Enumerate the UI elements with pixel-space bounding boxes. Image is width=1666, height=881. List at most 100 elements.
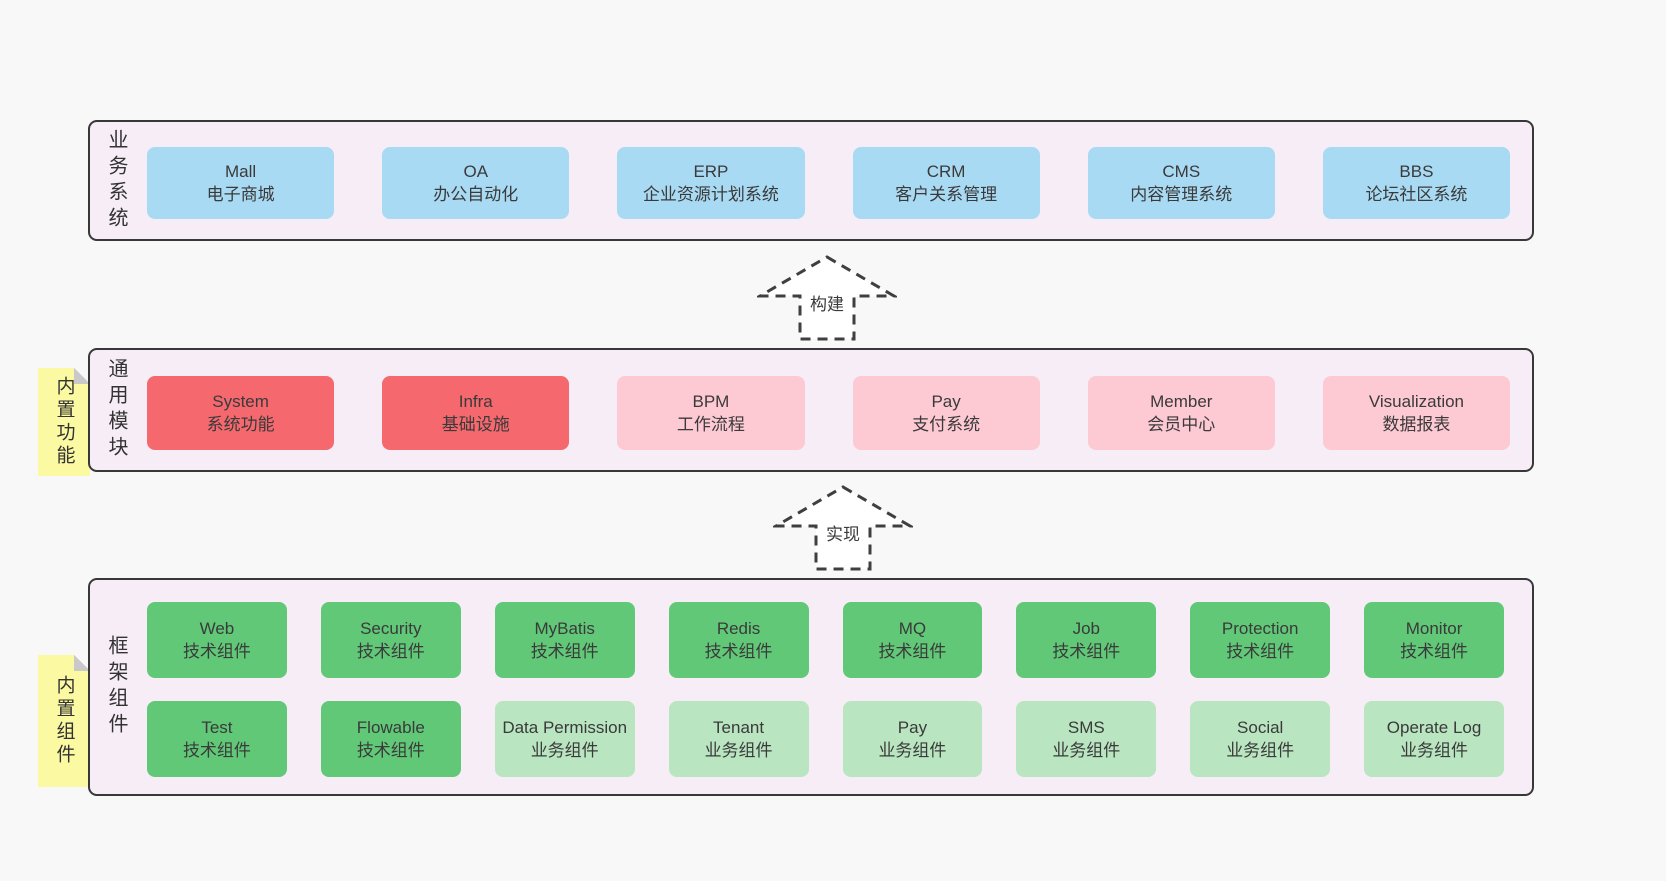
box-title: Infra <box>458 391 493 411</box>
box-sms: SMS 业务组件 <box>1016 701 1157 777</box>
box-title: Pay <box>931 391 961 411</box>
box-title: Protection <box>1221 618 1299 638</box>
box-subtitle: 数据报表 <box>1382 415 1451 434</box>
box-subtitle: 工作流程 <box>676 415 745 434</box>
box-title: Visualization <box>1368 391 1465 411</box>
box-visualization: Visualization 数据报表 <box>1322 376 1511 450</box>
box-title: Job <box>1072 618 1101 638</box>
box-member: Member 会员中心 <box>1087 376 1275 450</box>
box-title: Member <box>1150 391 1213 411</box>
box-protection: Protection 技术组件 <box>1190 602 1331 678</box>
box-system: System 系统功能 <box>147 376 335 450</box>
box-title: BPM <box>692 391 730 411</box>
box-security: Security 技术组件 <box>320 602 461 678</box>
box-subtitle: 企业资源计划系统 <box>642 185 779 204</box>
box-title: Redis <box>716 618 761 638</box>
box-flowable: Flowable 技术组件 <box>320 701 461 777</box>
section-common-modules: 通用模块 System 系统功能 Infra 基础设施 BPM 工作流程 Pay… <box>88 348 1534 472</box>
box-title: Monitor <box>1405 618 1463 638</box>
box-title: Social <box>1237 717 1284 737</box>
box-title: BBS <box>1399 161 1434 181</box>
box-title: Flowable <box>356 717 425 737</box>
box-mybatis: MyBatis 技术组件 <box>494 602 635 678</box>
box-title: CMS <box>1162 161 1201 181</box>
box-title: MyBatis <box>534 618 595 638</box>
box-oa: OA 办公自动化 <box>382 147 570 219</box>
box-subtitle: 办公自动化 <box>433 185 519 204</box>
box-subtitle: 技术组件 <box>356 642 425 661</box>
arrow-implement: 实现 <box>773 484 913 572</box>
arrow-build-label: 构建 <box>807 290 847 315</box>
box-subtitle: 业务组件 <box>530 741 599 760</box>
box-bbs: BBS 论坛社区系统 <box>1322 147 1511 219</box>
box-subtitle: 技术组件 <box>182 642 251 661</box>
box-cms: CMS 内容管理系统 <box>1087 147 1275 219</box>
section-label: 业务系统 <box>105 128 127 233</box>
box-title: Tenant <box>713 717 765 737</box>
box-subtitle: 内容管理系统 <box>1130 185 1233 204</box>
box-title: Security <box>360 618 422 638</box>
arrow-implement-label: 实现 <box>823 520 863 545</box>
box-subtitle: 论坛社区系统 <box>1365 185 1468 204</box>
box-title: Pay <box>897 717 928 737</box>
box-pay-component: Pay 业务组件 <box>842 701 983 777</box>
box-subtitle: 客户关系管理 <box>895 185 998 204</box>
box-mall: Mall 电子商城 <box>147 147 335 219</box>
box-subtitle: 业务组件 <box>704 741 773 760</box>
box-subtitle: 技术组件 <box>704 642 773 661</box>
box-monitor: Monitor 技术组件 <box>1364 602 1504 678</box>
box-subtitle: 基础设施 <box>441 415 510 434</box>
box-title: System <box>212 391 269 411</box>
box-subtitle: 电子商城 <box>206 185 275 204</box>
box-subtitle: 技术组件 <box>1400 642 1469 661</box>
box-subtitle: 技术组件 <box>1052 642 1121 661</box>
box-row: Test 技术组件 Flowable 技术组件 Data Permission … <box>147 701 1504 777</box>
box-erp: ERP 企业资源计划系统 <box>617 147 805 219</box>
section-business-systems: 业务系统 Mall 电子商城 OA 办公自动化 ERP 企业资源计划系统 CRM… <box>88 120 1534 241</box>
box-title: Test <box>201 717 233 737</box>
box-row: Web 技术组件 Security 技术组件 MyBatis 技术组件 Redi… <box>147 602 1504 678</box>
box-subtitle: 业务组件 <box>1226 741 1295 760</box>
box-row: System 系统功能 Infra 基础设施 BPM 工作流程 Pay 支付系统… <box>147 376 1511 450</box>
box-title: ERP <box>693 161 729 181</box>
box-subtitle: 技术组件 <box>530 642 599 661</box>
box-title: OA <box>463 161 489 181</box>
box-job: Job 技术组件 <box>1016 602 1157 678</box>
box-title: Web <box>199 618 235 638</box>
box-subtitle: 技术组件 <box>878 642 947 661</box>
box-subtitle: 业务组件 <box>1052 741 1121 760</box>
box-subtitle: 技术组件 <box>356 741 425 760</box>
box-title: CRM <box>926 161 966 181</box>
box-data-permission: Data Permission 业务组件 <box>494 701 635 777</box>
box-web: Web 技术组件 <box>147 602 287 678</box>
sticky-note-built-in-components: 内置组件 <box>38 655 90 787</box>
box-infra: Infra 基础设施 <box>382 376 570 450</box>
box-subtitle: 支付系统 <box>912 415 981 434</box>
box-row: Mall 电子商城 OA 办公自动化 ERP 企业资源计划系统 CRM 客户关系… <box>147 147 1511 219</box>
box-social: Social 业务组件 <box>1190 701 1331 777</box>
sticky-note-label: 内置功能 <box>53 376 75 468</box>
box-tenant: Tenant 业务组件 <box>668 701 809 777</box>
box-test: Test 技术组件 <box>147 701 287 777</box>
box-subtitle: 系统功能 <box>206 415 275 434</box>
box-redis: Redis 技术组件 <box>668 602 809 678</box>
box-title: Data Permission <box>502 717 628 737</box>
box-title: Operate Log <box>1386 717 1482 737</box>
box-mq: MQ 技术组件 <box>842 602 983 678</box>
box-subtitle: 业务组件 <box>878 741 947 760</box>
box-title: Mall <box>225 161 257 181</box>
arrow-build: 构建 <box>757 254 897 342</box>
box-subtitle: 技术组件 <box>182 741 251 760</box>
sticky-note-built-in-features: 内置功能 <box>38 368 90 476</box>
box-pay: Pay 支付系统 <box>852 376 1040 450</box>
box-subtitle: 会员中心 <box>1147 415 1216 434</box>
box-crm: CRM 客户关系管理 <box>852 147 1040 219</box>
box-title: SMS <box>1067 717 1105 737</box>
sticky-note-label: 内置组件 <box>53 675 75 767</box>
section-framework-components: 框架组件 Web 技术组件 Security 技术组件 MyBatis 技术组件… <box>88 578 1534 796</box>
box-title: MQ <box>898 618 927 638</box>
box-bpm: BPM 工作流程 <box>617 376 805 450</box>
box-operate-log: Operate Log 业务组件 <box>1364 701 1504 777</box>
box-subtitle: 业务组件 <box>1400 741 1469 760</box>
